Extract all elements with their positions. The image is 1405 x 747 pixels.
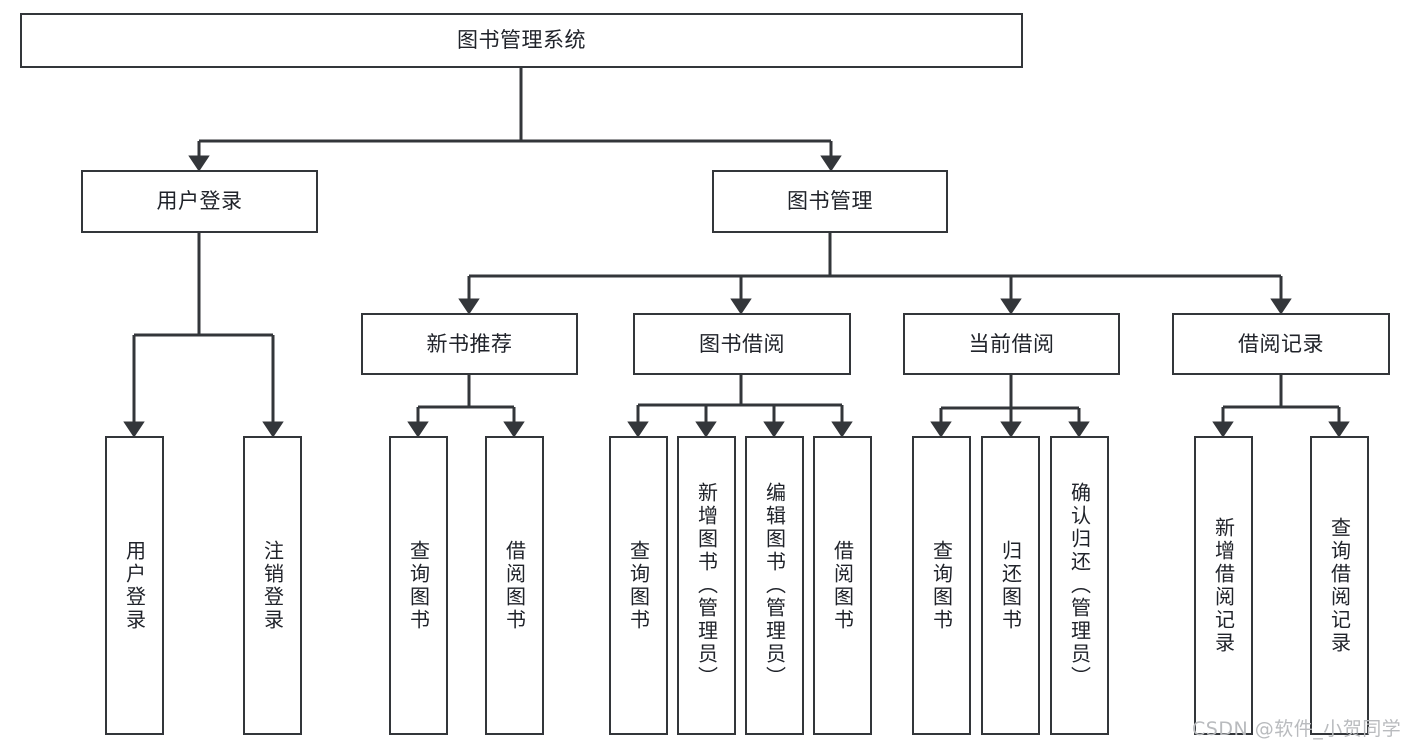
node-user-login[interactable]: 用户登录 <box>81 170 318 233</box>
node-leaf-query-book-1-label: 查询图书 <box>406 539 431 632</box>
node-leaf-query-record-label: 查询借阅记录 <box>1327 516 1352 655</box>
node-leaf-confirm-return-label: 确认归还（管理员） <box>1067 482 1092 689</box>
node-new-book-rec-label: 新书推荐 <box>426 331 513 356</box>
node-leaf-borrow-book-1[interactable]: 借阅图书 <box>485 436 544 735</box>
node-leaf-edit-book[interactable]: 编辑图书（管理员） <box>745 436 804 735</box>
node-leaf-logout[interactable]: 注销登录 <box>243 436 302 735</box>
node-leaf-query-record[interactable]: 查询借阅记录 <box>1310 436 1369 735</box>
node-book-borrow-label: 图书借阅 <box>699 331 785 356</box>
node-book-manage[interactable]: 图书管理 <box>712 170 948 233</box>
node-leaf-edit-book-label: 编辑图书（管理员） <box>762 482 787 689</box>
node-new-book-rec[interactable]: 新书推荐 <box>361 313 578 375</box>
node-leaf-query-book-2[interactable]: 查询图书 <box>609 436 668 735</box>
node-leaf-add-book-label: 新增图书（管理员） <box>694 482 719 689</box>
node-leaf-add-record-label: 新增借阅记录 <box>1211 516 1236 655</box>
node-leaf-query-book-3-label: 查询图书 <box>929 539 954 632</box>
node-leaf-query-book-1[interactable]: 查询图书 <box>389 436 448 735</box>
node-root-label: 图书管理系统 <box>457 28 586 53</box>
node-leaf-query-book-2-label: 查询图书 <box>626 539 651 632</box>
node-leaf-return-book-label: 归还图书 <box>998 539 1023 632</box>
node-current-borrow-label: 当前借阅 <box>968 331 1055 356</box>
node-leaf-borrow-book-1-label: 借阅图书 <box>502 539 527 632</box>
node-book-borrow[interactable]: 图书借阅 <box>633 313 851 375</box>
node-user-login-label: 用户登录 <box>156 189 243 214</box>
node-leaf-user-login-label: 用户登录 <box>122 539 147 632</box>
node-leaf-add-record[interactable]: 新增借阅记录 <box>1194 436 1253 735</box>
node-leaf-user-login[interactable]: 用户登录 <box>105 436 164 735</box>
node-borrow-record[interactable]: 借阅记录 <box>1172 313 1390 375</box>
watermark: CSDN @软件_小贺同学 <box>1192 718 1402 740</box>
node-current-borrow[interactable]: 当前借阅 <box>903 313 1120 375</box>
node-leaf-confirm-return[interactable]: 确认归还（管理员） <box>1050 436 1109 735</box>
node-borrow-record-label: 借阅记录 <box>1238 331 1324 356</box>
node-leaf-return-book[interactable]: 归还图书 <box>981 436 1040 735</box>
node-book-manage-label: 图书管理 <box>787 189 873 214</box>
node-leaf-logout-label: 注销登录 <box>260 539 285 632</box>
node-leaf-query-book-3[interactable]: 查询图书 <box>912 436 971 735</box>
node-leaf-borrow-book-2-label: 借阅图书 <box>830 539 855 632</box>
node-leaf-borrow-book-2[interactable]: 借阅图书 <box>813 436 872 735</box>
node-root[interactable]: 图书管理系统 <box>20 13 1023 68</box>
node-leaf-add-book[interactable]: 新增图书（管理员） <box>677 436 736 735</box>
